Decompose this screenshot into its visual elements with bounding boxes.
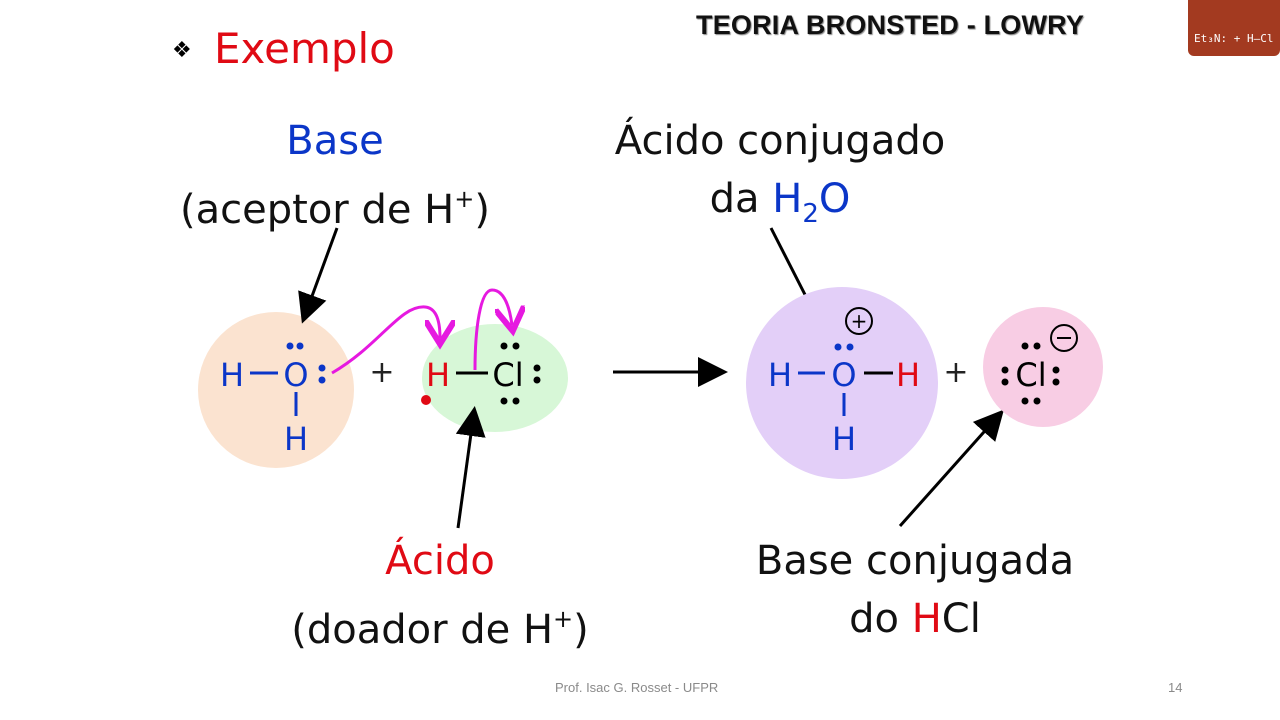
svg-text:H: H <box>220 356 244 394</box>
laser-pointer-dot <box>421 395 431 405</box>
svg-text:H: H <box>284 420 308 458</box>
svg-text:O: O <box>831 356 856 394</box>
footer-author: Prof. Isac G. Rosset - UFPR <box>555 680 719 695</box>
base-label: Base (aceptor de H+) <box>160 112 510 239</box>
course-logo: Et₃N: + H–Cl <box>1188 0 1280 56</box>
svg-text:H: H <box>426 356 450 394</box>
negative-charge-icon <box>1050 324 1078 352</box>
svg-text:H: H <box>832 420 856 458</box>
conjugate-acid-title: Ácido conjugado <box>614 118 946 164</box>
base-pointer-arrow <box>298 227 339 324</box>
chloride-ion: Cl <box>983 307 1103 427</box>
base-title: Base <box>286 118 384 164</box>
conjugate-acid-label: Ácido conjugado da H2O <box>590 112 970 243</box>
acid-label: Ácido (doador de H+) <box>265 532 615 659</box>
logo-text: Et₃N: + H–Cl <box>1194 32 1274 45</box>
conjugate-base-formula: do HCl <box>849 596 981 642</box>
svg-text:Cl: Cl <box>1015 356 1046 394</box>
acid-title: Ácido <box>385 538 495 584</box>
svg-text:H: H <box>768 356 792 394</box>
water-molecule: H O H <box>198 312 354 468</box>
svg-text:Cl: Cl <box>492 356 523 394</box>
slide-section-title: TEORIA BRONSTED - LOWRY <box>696 10 1085 40</box>
acid-subtitle: (doador de H+) <box>291 605 589 653</box>
conjugate-base-title: Base conjugada <box>755 538 1075 584</box>
diamond-bullet-icon: ❖ <box>172 38 192 63</box>
electron-arrow-2 <box>473 288 512 371</box>
conjugate-base-label: Base conjugada do HCl <box>730 532 1100 648</box>
conjugate-acid-formula: da H2O <box>709 176 851 229</box>
electron-arrow-1 <box>331 305 440 375</box>
svg-text:H: H <box>896 356 920 394</box>
acid-pointer-arrow <box>455 406 486 529</box>
positive-charge-icon <box>845 307 873 335</box>
plus-sign: + <box>369 355 394 390</box>
svg-text:O: O <box>283 356 308 394</box>
slide-heading: Exemplo <box>214 24 395 73</box>
slide-number: 14 <box>1168 680 1183 695</box>
base-subtitle: (aceptor de H+) <box>180 185 490 233</box>
plus-sign: + <box>943 355 968 390</box>
svg-text:+: + <box>851 309 868 333</box>
hydronium-ion: H O H H + <box>746 287 938 479</box>
conj-base-pointer-arrow <box>898 409 1004 527</box>
hcl-molecule: H Cl <box>421 324 568 432</box>
